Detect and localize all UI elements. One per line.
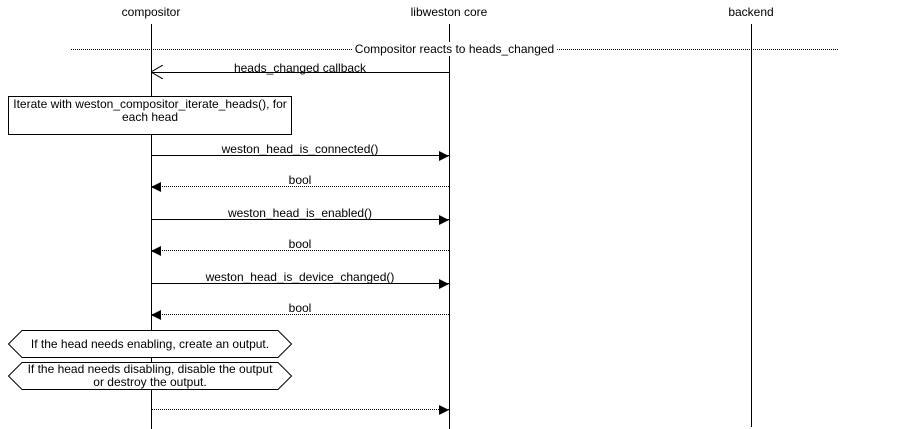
note-iterate-heads: Iterate with weston_compositor_iterate_h…: [8, 96, 292, 135]
msg-bool-3-arrowhead: [151, 310, 161, 320]
lifeline-backend: [751, 24, 752, 427]
participant-label-backend: backend: [728, 5, 774, 19]
condition-disable: If the head needs disabling, disable the…: [8, 362, 292, 390]
msg-weston-head-is-device-changed-arrowhead: [439, 279, 449, 289]
condition-enable: If the head needs enabling, create an ou…: [8, 330, 292, 358]
msg-heads-changed-callback-arrowhead: [150, 64, 164, 80]
condition-enable-text: If the head needs enabling, create an ou…: [30, 336, 270, 351]
msg-weston-head-is-device-changed-line: [151, 283, 449, 284]
lifeline-libweston-core: [449, 24, 450, 429]
condition-disable-text: If the head needs disabling, disable the…: [27, 362, 273, 389]
msg-weston-head-is-device-changed-label: weston_head_is_device_changed(): [205, 270, 395, 284]
msg-bool-3-line: [151, 314, 449, 315]
msg-weston-head-is-enabled-line: [151, 219, 449, 220]
msg-bool-2-arrowhead: [151, 246, 161, 256]
msg-bool-1-arrowhead: [151, 182, 161, 192]
divider-label: Compositor reacts to heads_changed: [351, 42, 558, 56]
participant-label-compositor: compositor: [121, 5, 181, 19]
msg-final-dotted-line: [151, 409, 449, 410]
msg-heads-changed-callback-label: heads_changed callback: [233, 61, 367, 75]
msg-heads-changed-callback-line: [151, 72, 449, 73]
msg-weston-head-is-connected-line: [151, 155, 449, 156]
msg-bool-2-label: bool: [288, 237, 312, 251]
msg-weston-head-is-connected-arrowhead: [439, 151, 449, 161]
msg-weston-head-is-enabled-label: weston_head_is_enabled(): [227, 206, 373, 220]
msg-bool-2-line: [151, 250, 449, 251]
lifeline-compositor: [151, 24, 152, 429]
msg-bool-3-label: bool: [288, 301, 312, 315]
msg-weston-head-is-connected-label: weston_head_is_connected(): [221, 142, 379, 156]
msg-weston-head-is-enabled-arrowhead: [439, 215, 449, 225]
msg-final-dotted-arrowhead: [439, 405, 449, 415]
msg-bool-1-line: [151, 186, 449, 187]
participant-label-libweston-core: libweston core: [410, 5, 488, 19]
msg-bool-1-label: bool: [288, 173, 312, 187]
